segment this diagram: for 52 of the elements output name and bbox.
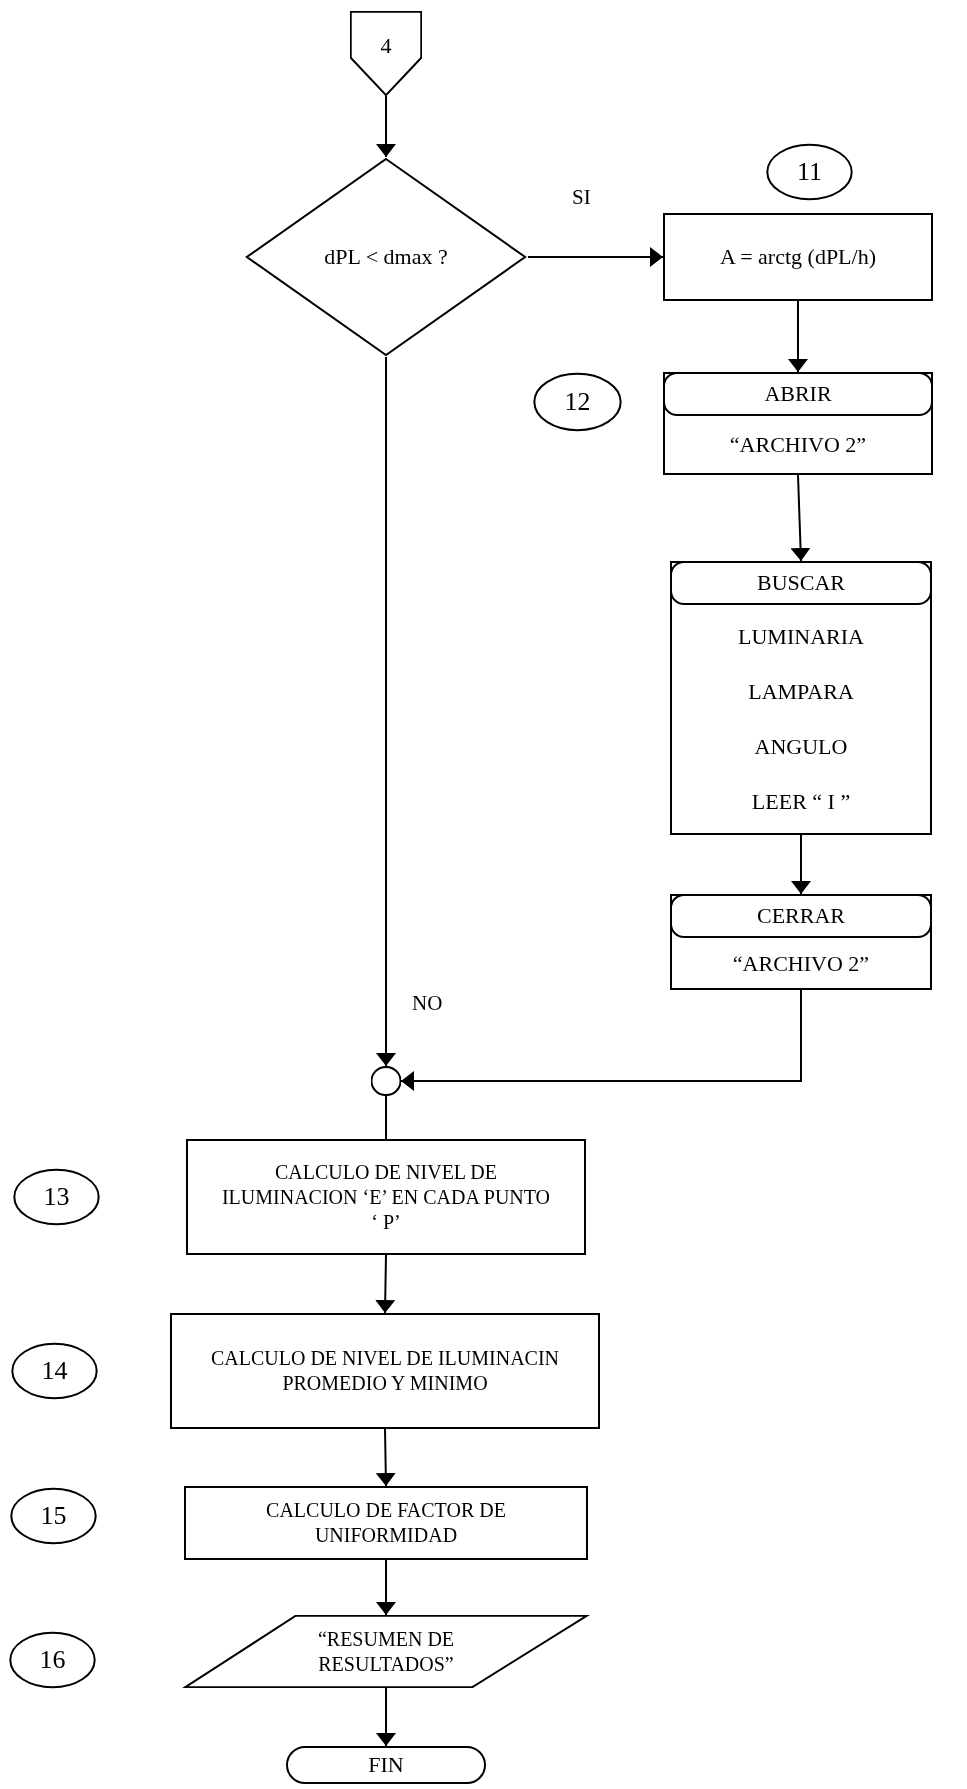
io-block (670, 894, 932, 990)
process-box (186, 1139, 586, 1255)
arrow (379, 95, 393, 158)
arrow (791, 300, 805, 373)
node-text: 16 (39, 1643, 66, 1676)
step-number-ellipse (11, 1342, 98, 1400)
node-text: 11 (797, 155, 823, 188)
process-box (170, 1313, 600, 1429)
block-header: BUSCAR (670, 561, 932, 605)
node-text: LAMPARA (748, 678, 854, 706)
arrow (400, 989, 802, 1088)
arrow (794, 834, 808, 895)
block-header: CERRAR (670, 894, 932, 938)
arrow (379, 1559, 393, 1616)
arrow (379, 356, 393, 1067)
arrow (379, 1687, 393, 1747)
off-page-connector (350, 11, 422, 96)
node-text: dPL < dmax ? (324, 243, 448, 271)
arrow (527, 250, 664, 264)
decision-diamond (244, 157, 528, 357)
block-header: ABRIR (663, 372, 933, 416)
node-text: 13 (43, 1180, 70, 1213)
node-text: “ARCHIVO 2” (729, 431, 867, 459)
step-number-ellipse (533, 372, 622, 432)
connector-line (385, 1095, 387, 1140)
process-box (663, 213, 933, 301)
arrow (794, 474, 808, 562)
node-text: 15 (40, 1499, 67, 1532)
io-block (670, 561, 932, 835)
node-text: LUMINARIA (738, 623, 864, 651)
step-number-ellipse (766, 143, 853, 201)
node-text: FIN (368, 1751, 404, 1779)
node-text: 4 (380, 31, 392, 60)
arrow (379, 1428, 393, 1487)
node-text: A = arctg (dPL/h) (720, 243, 876, 271)
terminator (286, 1746, 486, 1784)
io-block (663, 372, 933, 475)
node-text: 12 (564, 385, 591, 418)
node-text: “RESUMEN DE RESULTADOS” (316, 1626, 456, 1677)
step-number-ellipse (13, 1168, 100, 1226)
node-text: CALCULO DE NIVEL DE ILUMINACION ‘E’ EN CADA PUNTO ‘ P’ (220, 1159, 552, 1235)
node-text: ANGULO (754, 733, 848, 761)
step-number-ellipse (9, 1631, 96, 1689)
node-text: CALCULO DE NIVEL DE ILUMINACIN PROMEDIO Y MINIMO (209, 1346, 561, 1396)
arrow (378, 1254, 392, 1314)
node-text: CALCULO DE FACTOR DE UNIFORMIDAD (265, 1498, 507, 1548)
step-number-ellipse (10, 1487, 97, 1545)
node-text: “ARCHIVO 2” (732, 949, 870, 978)
process-box (184, 1486, 588, 1560)
output-parallelogram (181, 1615, 591, 1688)
node-text: LEER “ I ” (751, 788, 851, 816)
node-text: 14 (41, 1354, 68, 1387)
